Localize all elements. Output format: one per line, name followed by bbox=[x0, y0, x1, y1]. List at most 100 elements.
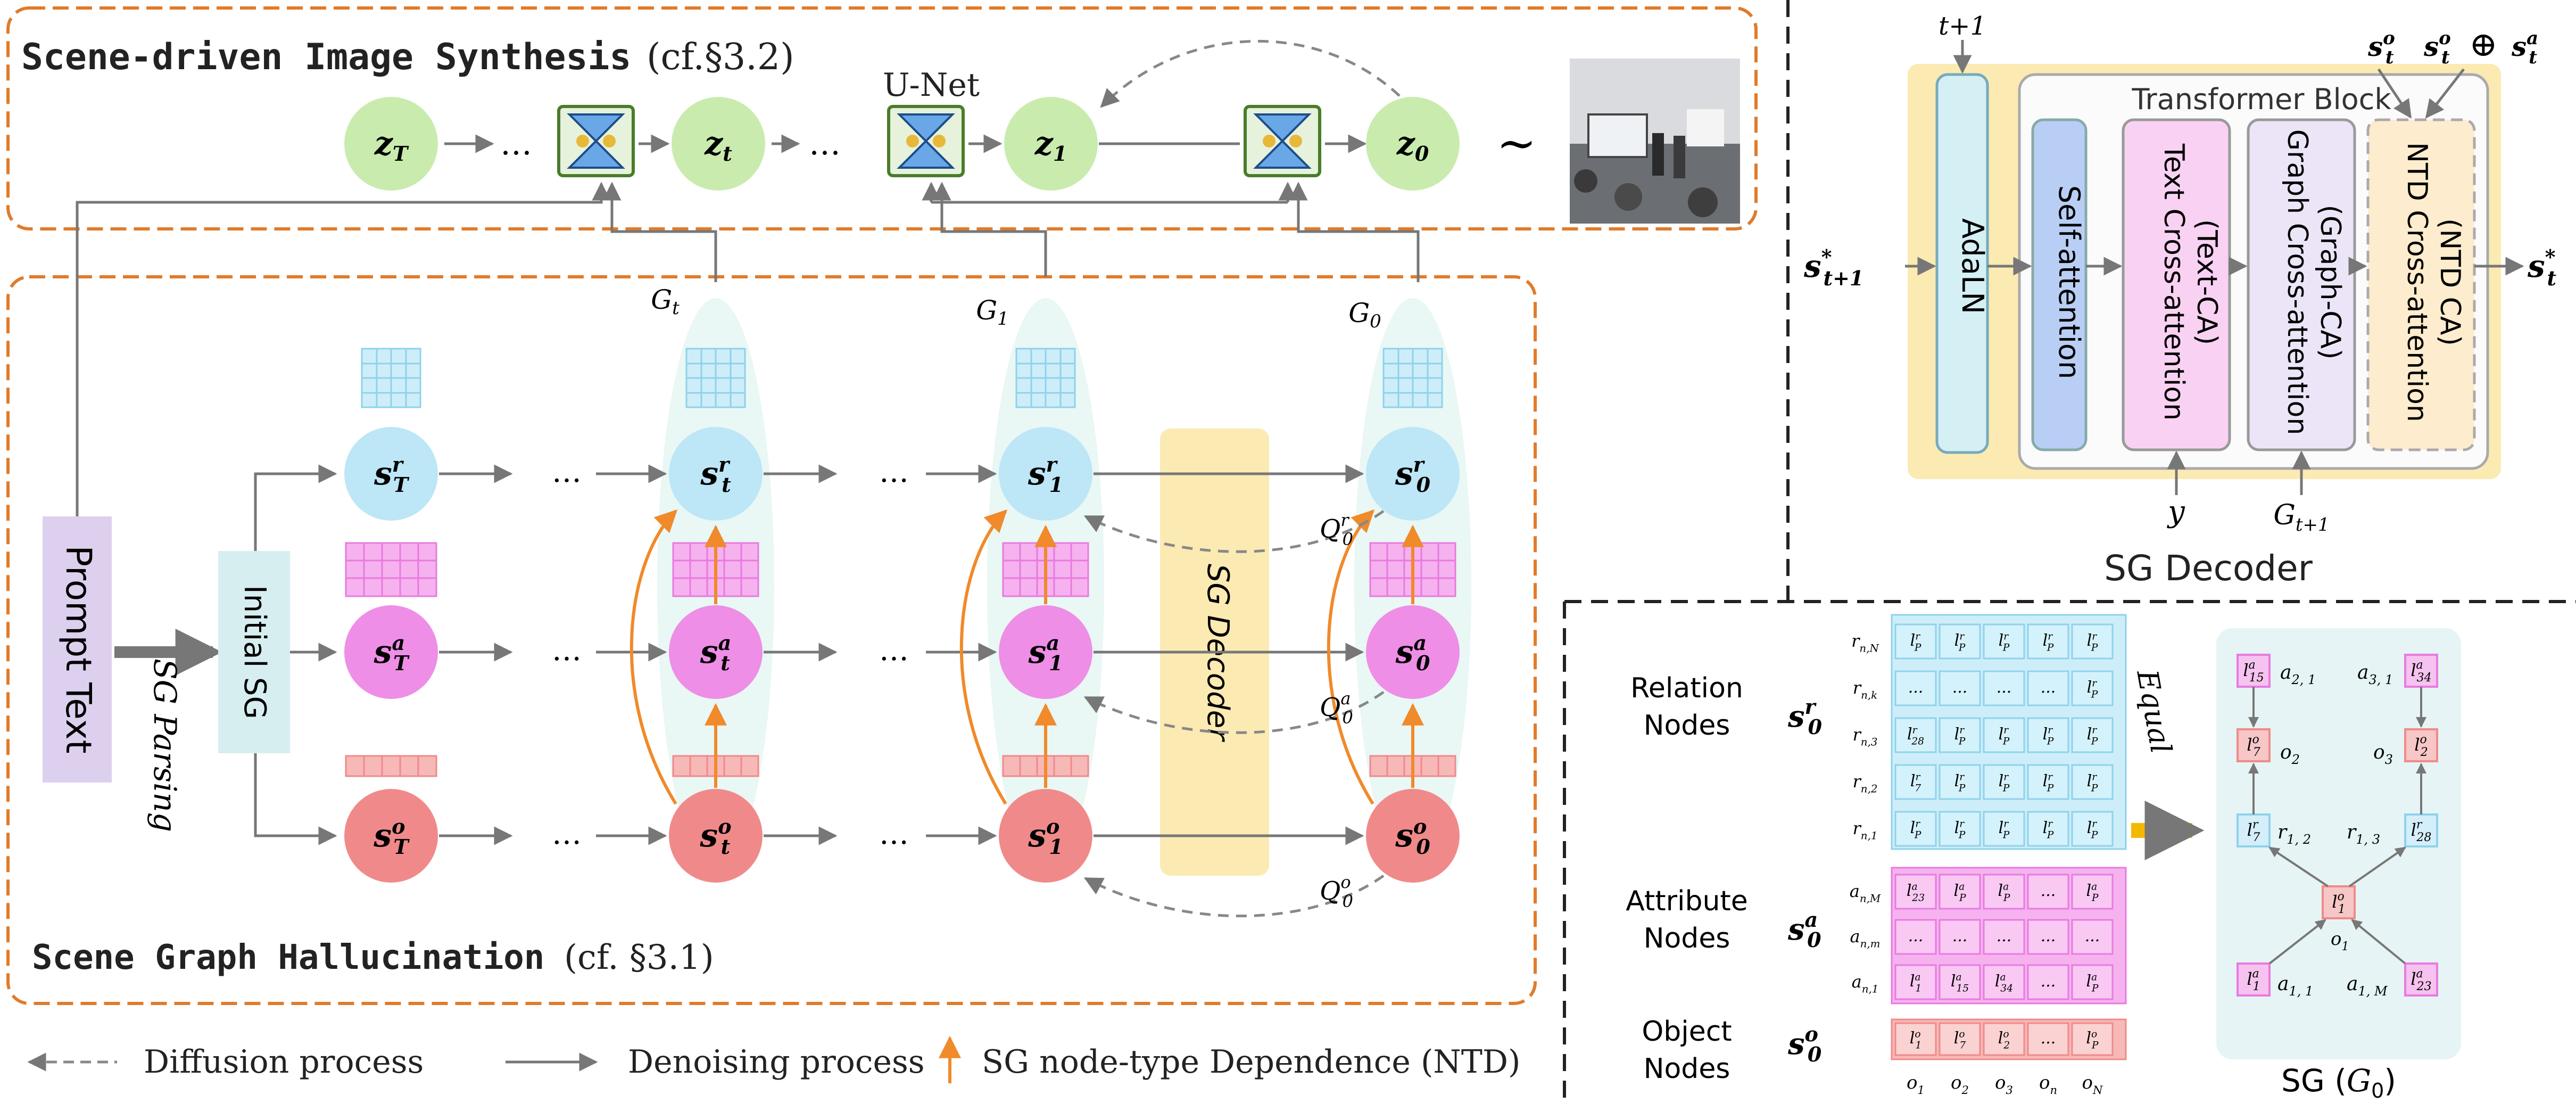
input-t-label: t+1 bbox=[1939, 11, 1986, 41]
svg-text:sa0: sa0 bbox=[1787, 908, 1821, 952]
relation-cell: ... bbox=[1939, 670, 1981, 706]
object-col-label: o2 bbox=[1951, 1072, 1969, 1097]
svg-text:sa1: sa1 bbox=[1028, 631, 1063, 675]
unet-block-3 bbox=[1244, 105, 1321, 177]
svg-text:lrP: lrP bbox=[1910, 819, 1921, 841]
svg-text:Relation: Relation bbox=[1630, 672, 1743, 704]
svg-text:lrP: lrP bbox=[2087, 772, 2098, 794]
svg-text:la1: la1 bbox=[2247, 967, 2260, 993]
latent-row: zT … zt … U-Net z1 bbox=[344, 39, 1740, 224]
svg-text:laP: laP bbox=[2086, 972, 2099, 994]
svg-text:sr0: sr0 bbox=[1787, 695, 1823, 739]
svg-text:srt: srt bbox=[700, 452, 731, 497]
unet-label: U-Net bbox=[883, 67, 980, 104]
svg-text:...: ... bbox=[1997, 678, 2012, 697]
sg-title: SG (G0) bbox=[2281, 1063, 2396, 1102]
svg-text:oN: oN bbox=[2082, 1072, 2103, 1097]
svg-text:...: ... bbox=[2041, 882, 2056, 900]
svg-text:lo1: lo1 bbox=[1910, 1029, 1921, 1051]
svg-text:lrP: lrP bbox=[1954, 725, 1966, 747]
svg-text:lrP: lrP bbox=[2087, 678, 2098, 701]
svg-text:la1: la1 bbox=[1910, 972, 1921, 994]
svg-text:(Graph-CA): (Graph-CA) bbox=[2314, 205, 2346, 360]
object-grid-icon-T bbox=[345, 755, 437, 777]
sg-parsing-label: SG Parsing bbox=[147, 658, 183, 832]
svg-text:...: ... bbox=[2041, 927, 2056, 945]
initial-sg-label: Initial SG bbox=[237, 585, 272, 719]
svg-text:Nodes: Nodes bbox=[1644, 923, 1730, 954]
svg-text:so1: so1 bbox=[1028, 814, 1063, 859]
svg-text:lrP: lrP bbox=[2087, 725, 2098, 747]
svg-text:lo7: lo7 bbox=[2247, 733, 2260, 759]
relation-cell: ... bbox=[1983, 670, 2025, 706]
svg-text:lr7: lr7 bbox=[2247, 818, 2260, 844]
svg-text:lrP: lrP bbox=[2043, 819, 2054, 841]
svg-text:so0: so0 bbox=[1787, 1022, 1822, 1066]
object-cell: ... bbox=[2027, 1022, 2069, 1056]
svg-text:laP: laP bbox=[1953, 882, 1966, 904]
relation-grid-icon-T bbox=[361, 348, 421, 408]
decoder-panel: Transformer Block AdaLN Self-attention T… bbox=[1803, 11, 2557, 589]
svg-text:lrP: lrP bbox=[1999, 772, 2010, 794]
self-attention-label: Self-attention bbox=[2052, 185, 2086, 379]
svg-text:(Text-CA): (Text-CA) bbox=[2191, 219, 2223, 345]
svg-text:…: … bbox=[879, 817, 909, 851]
relation-cell: ... bbox=[1894, 670, 1937, 706]
latent-node-zT bbox=[344, 97, 438, 191]
hallucination-panel: Scene Graph Hallucination (cf. §3.1) bbox=[6, 275, 1537, 1005]
svg-text:so0: so0 bbox=[1395, 814, 1430, 859]
svg-text:lrP: lrP bbox=[2087, 819, 2098, 841]
svg-text:Qr0: Qr0 bbox=[1320, 510, 1353, 549]
adaln-label: AdaLN bbox=[1955, 218, 1990, 314]
svg-text:Graph Cross-attention: Graph Cross-attention bbox=[2281, 129, 2313, 435]
svg-text:...: ... bbox=[2041, 1029, 2056, 1048]
svg-text:lr7: lr7 bbox=[1910, 772, 1921, 794]
attribute-cell: ... bbox=[1894, 919, 1937, 955]
svg-text:Object: Object bbox=[1642, 1016, 1732, 1048]
hallucination-ref: (cf. §3.1) bbox=[564, 938, 714, 977]
attribute-cell: ... bbox=[1939, 919, 1981, 955]
svg-text:…: … bbox=[552, 633, 582, 668]
svg-text:loP: loP bbox=[2086, 1029, 2099, 1051]
svg-text:lrP: lrP bbox=[1954, 631, 1966, 654]
svg-text:…: … bbox=[552, 455, 582, 489]
svg-text:sa0: sa0 bbox=[1395, 631, 1430, 675]
relation-cell: ... bbox=[2027, 670, 2069, 706]
svg-text:G1: G1 bbox=[976, 295, 1009, 330]
decoder-title: SG Decoder bbox=[2104, 548, 2313, 589]
svg-text:rn,k: rn,k bbox=[1853, 678, 1877, 702]
svg-text:o3: o3 bbox=[1995, 1072, 2013, 1097]
svg-text:sat: sat bbox=[700, 631, 731, 675]
synthesis-panel: Scene-driven Image Synthesis (cf.§3.2) bbox=[6, 6, 1758, 231]
svg-text:rn,3: rn,3 bbox=[1853, 725, 1878, 748]
svg-text:Nodes: Nodes bbox=[1644, 1053, 1730, 1085]
svg-text:lrP: lrP bbox=[1954, 819, 1966, 841]
svg-text:NTD Cross-attention: NTD Cross-attention bbox=[2401, 142, 2433, 422]
svg-text:...: ... bbox=[1952, 678, 1968, 697]
svg-text:…: … bbox=[879, 455, 909, 489]
svg-text:…: … bbox=[809, 125, 841, 162]
prompt-text-box: Prompt Text bbox=[43, 516, 112, 783]
svg-text:an,1: an,1 bbox=[1852, 972, 1879, 995]
transformer-block-label: Transformer Block bbox=[2131, 83, 2391, 116]
